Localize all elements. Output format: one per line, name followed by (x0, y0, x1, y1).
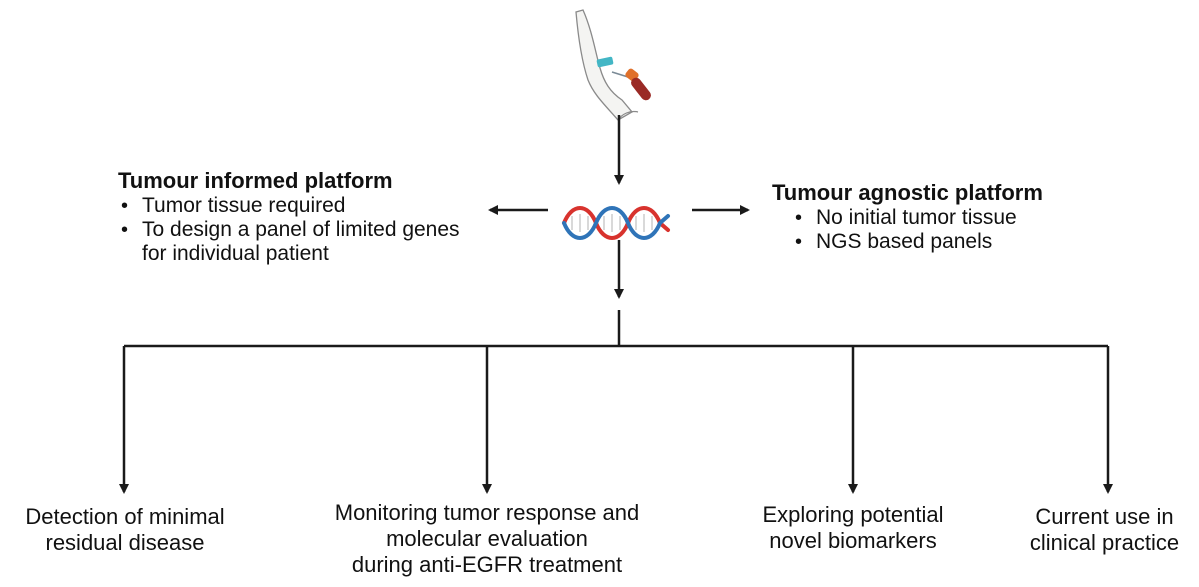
application-clinical-practice: Current use in clinical practice (1010, 504, 1199, 556)
app-1-line-1: Detection of minimal (25, 504, 225, 529)
agnostic-platform-box: Tumour agnostic platform No initial tumo… (772, 180, 1132, 254)
application-minimal-residual-disease: Detection of minimal residual disease (0, 504, 250, 556)
agnostic-bullet-1: No initial tumor tissue (792, 206, 1132, 230)
app-3-line-1: Exploring potential (762, 502, 944, 527)
informed-platform-box: Tumour informed platform Tumor tissue re… (118, 168, 478, 266)
app-1-line-2: residual disease (45, 530, 205, 555)
agnostic-platform-list: No initial tumor tissue NGS based panels (792, 206, 1132, 254)
informed-platform-list: Tumor tissue required To design a panel … (118, 194, 478, 266)
app-2-line-1: Monitoring tumor response and (334, 500, 640, 525)
informed-bullet-2: To design a panel of limited genes for i… (118, 218, 478, 266)
app-4-line-1: Current use in (1035, 504, 1174, 529)
informed-bullet-1: Tumor tissue required (118, 194, 478, 218)
agnostic-platform-title: Tumour agnostic platform (772, 180, 1043, 205)
app-3-line-2: novel biomarkers (769, 528, 937, 553)
informed-platform-title: Tumour informed platform (118, 168, 393, 193)
application-novel-biomarkers: Exploring potential novel biomarkers (728, 502, 978, 554)
app-2-line-2: molecular evaluation (386, 526, 588, 551)
arm-blood-draw-icon (575, 9, 651, 121)
agnostic-bullet-2: NGS based panels (792, 230, 1132, 254)
application-monitoring-response: Monitoring tumor response and molecular … (297, 500, 677, 578)
dna-helix-icon (562, 206, 670, 240)
app-2-line-3: during anti-EGFR treatment (351, 552, 623, 577)
app-4-line-2: clinical practice (1029, 530, 1180, 555)
